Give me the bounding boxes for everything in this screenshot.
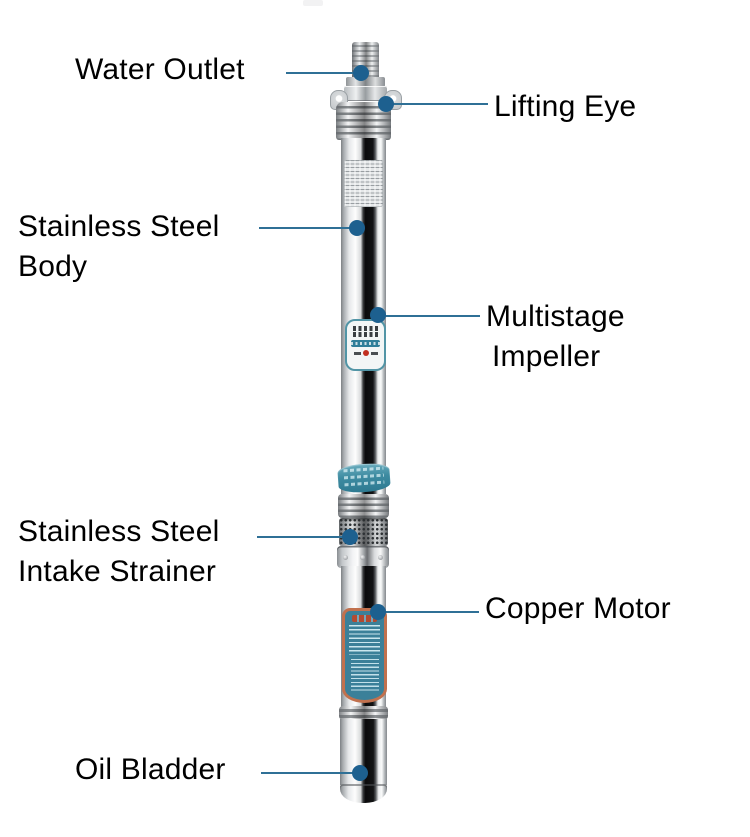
ribbed-ring xyxy=(338,494,389,518)
badge-text-row xyxy=(353,332,378,337)
leader-line-strainer xyxy=(257,536,346,538)
label-intake-strainer: Stainless Steel Intake Strainer xyxy=(18,512,219,592)
brand-badge xyxy=(345,319,386,371)
label-strainer-line2: Intake Strainer xyxy=(18,555,217,588)
leader-line-impeller xyxy=(384,315,480,317)
label-water-outlet: Water Outlet xyxy=(75,50,245,90)
label-multistage-impeller: Multistage Impeller xyxy=(486,297,625,377)
marker-dot-body xyxy=(349,220,365,236)
screw-icon xyxy=(378,555,383,560)
motor-label-header xyxy=(352,615,377,622)
badge-banner xyxy=(351,340,380,347)
marker-dot-lifting-eye xyxy=(378,96,394,112)
bottom-cap xyxy=(340,784,387,803)
teal-wrap-label-text xyxy=(343,473,384,480)
leader-line-copper-motor xyxy=(384,611,479,613)
label-body-line2: Body xyxy=(18,250,88,283)
leader-line-water-outlet xyxy=(286,72,356,74)
marker-dot-impeller xyxy=(370,307,386,323)
label-lifting-eye: Lifting Eye xyxy=(494,87,636,127)
label-lifting-eye-text: Lifting Eye xyxy=(494,90,637,123)
teal-wrap-label-text xyxy=(344,480,385,487)
teal-wrap-label-text xyxy=(343,466,384,473)
label-stainless-steel-body: Stainless Steel Body xyxy=(18,207,219,287)
motor-spec-label xyxy=(342,608,387,703)
outlet-collar xyxy=(346,77,385,87)
motor-label-text-block xyxy=(349,625,380,655)
badge-small-text xyxy=(370,351,378,355)
spec-nameplate xyxy=(344,160,383,207)
label-impeller-line2: Impeller xyxy=(492,340,601,373)
cropped-edge-artifact xyxy=(303,0,323,6)
label-strainer-line1: Stainless Steel xyxy=(18,515,220,548)
badge-bottom-row xyxy=(351,350,380,356)
motor-label-text-block xyxy=(350,659,379,693)
badge-text-row xyxy=(353,326,378,331)
label-water-outlet-text: Water Outlet xyxy=(75,53,245,86)
marker-dot-strainer xyxy=(342,529,358,545)
marker-dot-oil-bladder xyxy=(352,765,368,781)
label-impeller-line1: Multistage xyxy=(486,300,625,333)
coupling-flange xyxy=(337,546,389,568)
label-copper-motor: Copper Motor xyxy=(485,589,671,629)
label-copper-motor-text: Copper Motor xyxy=(485,592,671,625)
badge-logo-red-icon xyxy=(362,350,369,356)
screw-icon xyxy=(360,555,365,560)
marker-dot-water-outlet xyxy=(353,65,369,81)
leader-line-oil-bladder xyxy=(261,772,355,774)
badge-small-text xyxy=(353,351,361,355)
label-oil-bladder-text: Oil Bladder xyxy=(75,753,226,786)
leader-line-lifting-eye xyxy=(392,103,488,105)
hex-nut xyxy=(344,86,387,101)
label-oil-bladder: Oil Bladder xyxy=(75,750,226,790)
label-body-line1: Stainless Steel xyxy=(18,210,220,243)
screw-icon xyxy=(343,555,348,560)
lower-groove-ring xyxy=(339,706,388,720)
leader-line-body xyxy=(259,227,353,229)
marker-dot-copper-motor xyxy=(370,604,386,620)
